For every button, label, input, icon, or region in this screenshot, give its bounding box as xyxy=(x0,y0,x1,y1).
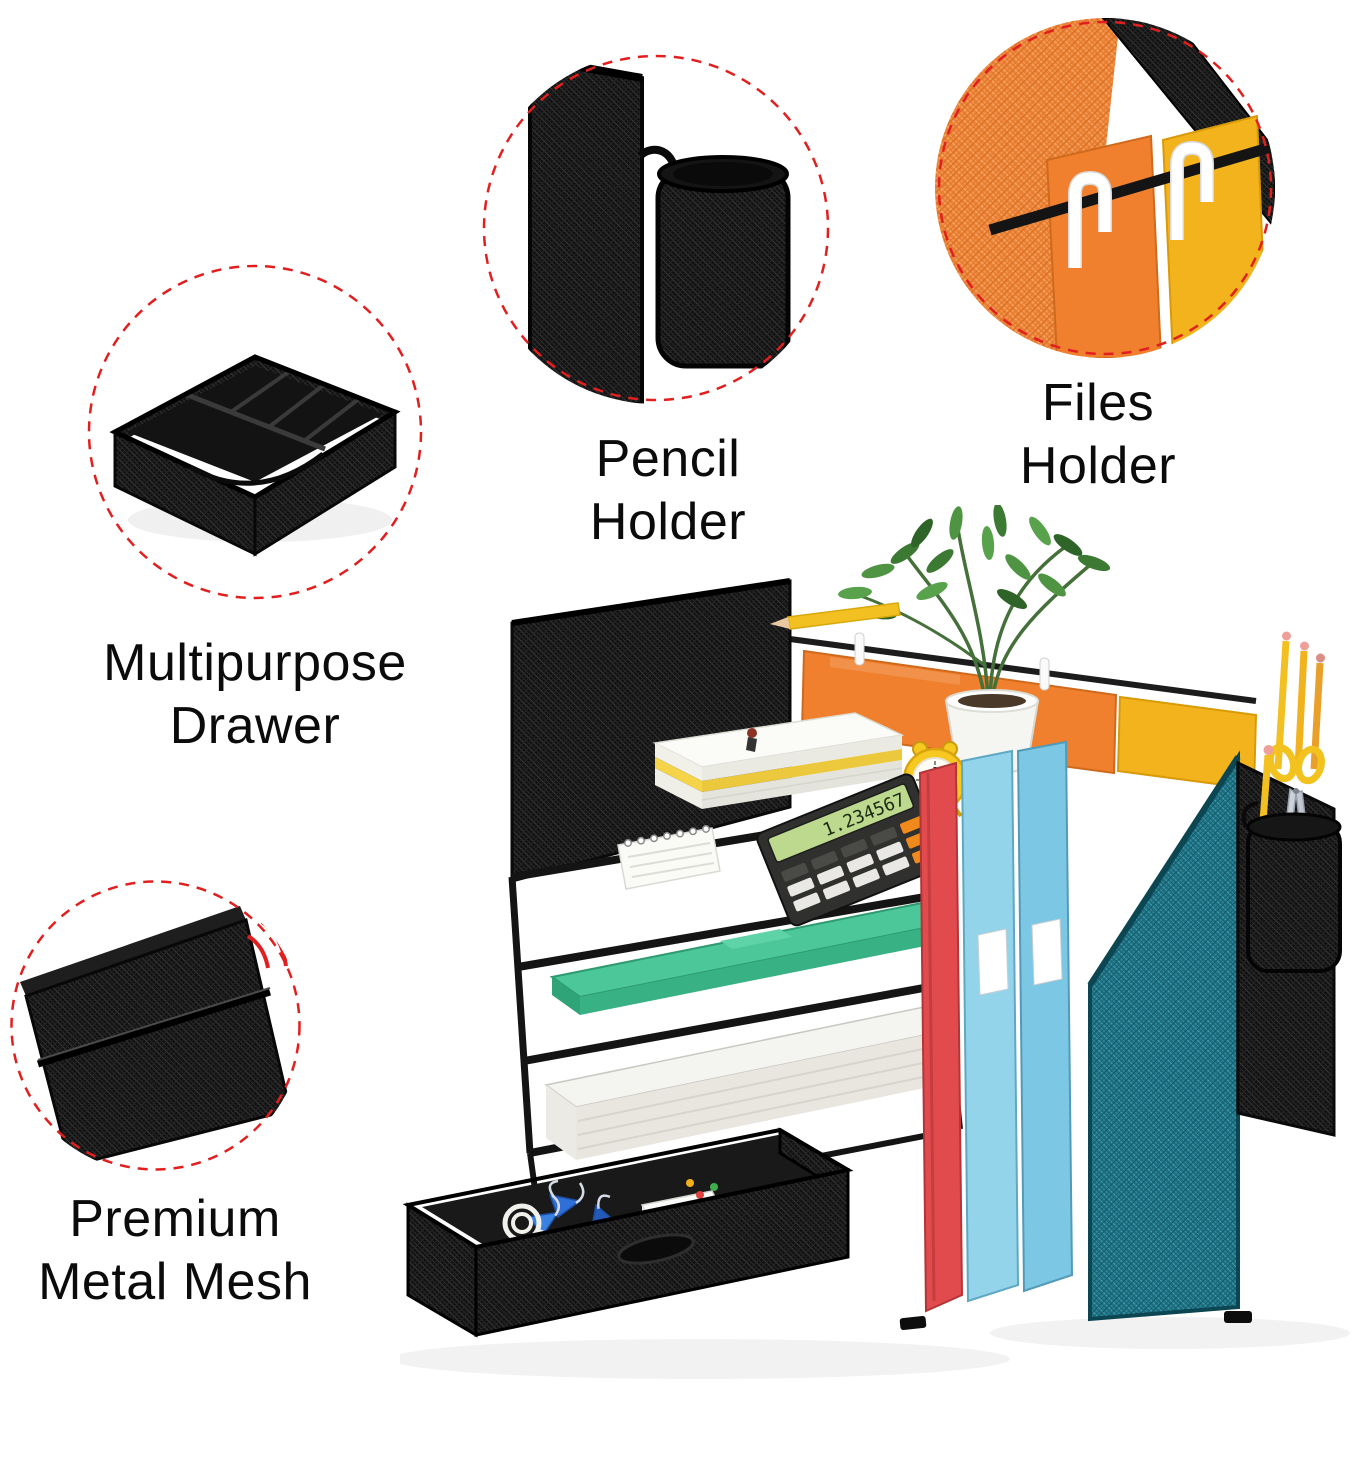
mesh-drawer-tray xyxy=(109,354,401,557)
desk-organizer-photo: 1.234567 xyxy=(400,505,1350,1379)
callout-pencil-holder xyxy=(480,52,832,404)
green-folder xyxy=(549,901,953,1015)
pencil-holder-closeup-photo xyxy=(482,54,830,404)
spiral-notepad xyxy=(617,825,721,890)
label-files-holder: Files Holder xyxy=(898,372,1298,499)
metal-mesh-closeup-photo xyxy=(10,880,301,1171)
label-line-1: Multipurpose xyxy=(103,634,407,692)
label-premium-mesh: Premium Metal Mesh xyxy=(10,1188,340,1315)
spine-label xyxy=(1031,918,1063,986)
label-line-2: Holder xyxy=(589,493,747,552)
files-holder-closeup-photo xyxy=(935,18,1275,358)
book-stack xyxy=(652,712,905,809)
side-pencil-cup xyxy=(1241,801,1342,973)
label-line-1: Premium xyxy=(69,1190,281,1248)
mesh-side-panel xyxy=(528,54,644,404)
hanging-rail xyxy=(988,140,1275,236)
white-hook xyxy=(854,632,865,666)
mesh-seam xyxy=(36,988,272,1068)
storage-drawer xyxy=(402,1127,854,1338)
drawer-closeup-photo xyxy=(87,264,423,600)
binder-red xyxy=(918,761,964,1313)
binder-blue-1 xyxy=(960,749,1020,1303)
calculator-screen xyxy=(767,783,915,863)
callout-ring xyxy=(87,264,423,600)
white-hook xyxy=(1039,657,1050,691)
callout-ring xyxy=(10,880,301,1171)
mesh-panel-edge xyxy=(20,906,246,996)
floor-shadow xyxy=(990,1317,1350,1349)
foot xyxy=(1224,1311,1252,1323)
paper-stack xyxy=(544,1006,956,1160)
label-pencil-holder: Pencil Holder xyxy=(468,428,868,555)
label-line-1: Files xyxy=(1041,374,1155,432)
label-multipurpose-drawer: Multipurpose Drawer xyxy=(55,632,455,759)
callout-premium-mesh xyxy=(8,878,303,1173)
cup-hook xyxy=(1241,801,1259,828)
label-line-2: Drawer xyxy=(169,697,341,756)
label-line-2: Metal Mesh xyxy=(38,1253,312,1312)
floor-shadow xyxy=(400,1339,1010,1379)
mesh-pencil-cup xyxy=(637,145,791,369)
label-line-2: Holder xyxy=(1019,437,1177,496)
potted-plant xyxy=(838,505,1111,776)
mesh-seam-highlight xyxy=(37,987,271,1061)
spine-label xyxy=(977,928,1009,996)
mesh-panel xyxy=(24,918,292,1168)
book-cover-art xyxy=(746,728,757,752)
drawer-handle xyxy=(617,1233,695,1265)
binder-clips xyxy=(526,1179,621,1237)
callout-ring xyxy=(937,20,1273,356)
push-pins xyxy=(686,1179,718,1199)
pencil-horizontal xyxy=(770,602,901,630)
drawer-rim xyxy=(402,1127,854,1250)
binder-blue-2 xyxy=(1016,740,1074,1293)
callout-files-holder xyxy=(935,18,1275,358)
orange-hanging-folder xyxy=(1045,134,1163,358)
callout-ring xyxy=(482,54,830,402)
magazine-file-holder xyxy=(1087,750,1241,1322)
white-folder-hooks xyxy=(1068,140,1214,268)
callout-multipurpose-drawer xyxy=(85,262,425,602)
label-line-1: Pencil xyxy=(595,430,741,488)
foot xyxy=(899,1315,927,1331)
